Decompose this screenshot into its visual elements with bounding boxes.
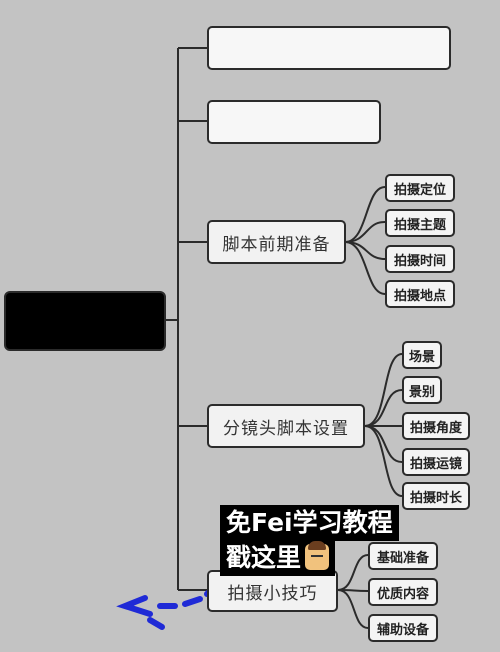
leaf-camera-angle: 拍摄角度 (402, 412, 470, 440)
branch-node-script-prep: 脚本前期准备 (207, 220, 346, 264)
branch-node-storyboard: 分镜头脚本设置 (207, 404, 365, 448)
leaf-camera-movement: 拍摄运镜 (402, 448, 470, 476)
root-node (4, 291, 166, 351)
leaf-label: 拍摄运镜 (409, 456, 462, 472)
leaf-shot-size: 景别 (402, 376, 442, 404)
leaf-auxiliary-equipment: 辅助设备 (368, 614, 438, 642)
leaf-label: 基础准备 (376, 550, 429, 566)
leaf-label: 拍摄定位 (393, 182, 446, 198)
person-face-icon (305, 541, 330, 570)
branch-node-2 (207, 100, 381, 144)
branch-label-storyboard: 分镜头脚本设置 (223, 418, 349, 439)
leaf-basic-preparation: 基础准备 (368, 542, 438, 570)
branch-node-1 (207, 26, 451, 70)
leaf-shooting-time: 拍摄时间 (385, 245, 455, 273)
leaf-label: 拍摄主题 (393, 217, 446, 233)
branch-label-script-prep: 脚本前期准备 (222, 234, 331, 255)
leaf-label: 拍摄时长 (409, 490, 462, 506)
promo-text-line1: 免Fei学习教程 (226, 508, 393, 537)
branch-label-shooting-tips: 拍摄小技巧 (227, 583, 318, 604)
leaf-quality-content: 优质内容 (368, 578, 438, 606)
promo-text-line2: 戳这里 (226, 543, 302, 572)
leaf-label: 景别 (408, 384, 435, 400)
leaf-shot-duration: 拍摄时长 (402, 482, 470, 510)
leaf-shooting-theme: 拍摄主题 (385, 209, 455, 237)
leaf-label: 辅助设备 (376, 622, 429, 638)
leaf-scene: 场景 (402, 341, 442, 369)
leaf-label: 拍摄角度 (409, 420, 462, 436)
branch-node-shooting-tips: 拍摄小技巧 (207, 570, 338, 612)
promo-overlay-line1[interactable]: 免Fei学习教程 (220, 505, 399, 541)
leaf-label: 优质内容 (376, 586, 429, 602)
leaf-label: 拍摄时间 (393, 253, 446, 269)
leaf-shooting-position: 拍摄定位 (385, 174, 455, 202)
leaf-shooting-location: 拍摄地点 (385, 280, 455, 308)
leaf-label: 场景 (408, 349, 435, 365)
promo-overlay-line2[interactable]: 戳这里 (220, 540, 336, 576)
leaf-label: 拍摄地点 (393, 288, 446, 304)
